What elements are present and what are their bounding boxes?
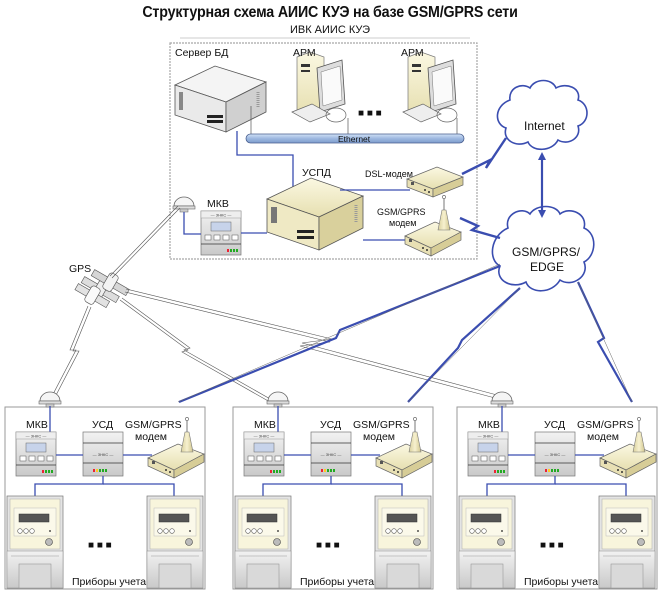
site-modem-label-2: модем (363, 431, 395, 443)
ivk-gsm-modem-label-2: модем (389, 218, 416, 228)
meter-1 (6, 495, 64, 589)
usd-meter-link-1 (34, 476, 104, 496)
site-usd (310, 431, 352, 477)
site-mkv-label: МКВ (254, 419, 276, 431)
site-modem-label-1: GSM/GPRS (353, 419, 410, 431)
gsm-cloud-label-2: EDGE (530, 260, 564, 274)
ivk-gsm-modem-label-1: GSM/GPRS (377, 207, 426, 217)
site-frame (4, 406, 206, 590)
arm-workstation-1 (291, 51, 347, 123)
site-mkv-label: МКВ (478, 419, 500, 431)
site-frame (456, 406, 658, 590)
usd-meter-link-1 (486, 476, 556, 496)
meters-ellipsis: ■ ■ ■ (540, 540, 564, 551)
site-usd-label: УСД (544, 419, 565, 431)
gps-links (49, 205, 498, 403)
site-modem-label-1: GSM/GPRS (577, 419, 634, 431)
usd-meter-link-2 (555, 483, 627, 496)
gps-label: GPS (69, 263, 91, 275)
arm-workstation-2 (402, 51, 458, 123)
db-server-label: Сервер БД (175, 47, 228, 59)
ivk-mkv (200, 210, 242, 256)
arm-ellipsis: ■ ■ ■ (358, 108, 382, 119)
internet-gsm-link (538, 152, 546, 218)
site-usd-label: УСД (92, 419, 113, 431)
uspd-label: УСПД (302, 167, 331, 179)
ivk-frame (169, 42, 478, 260)
ethernet-label: Ethernet (338, 134, 371, 144)
db-server (173, 65, 268, 133)
site-mkv (467, 431, 509, 477)
site-mkv-label: МКВ (26, 419, 48, 431)
gsm-cloud-label-1: GSM/GPRS/ (512, 245, 581, 259)
usd-meter-link-2 (331, 483, 403, 496)
site-usd-label: УСД (320, 419, 341, 431)
meter-1 (458, 495, 516, 589)
dome-mkv-link (183, 212, 201, 235)
dsl-modem (406, 166, 464, 198)
ethernet-bus (245, 133, 465, 144)
site-usd (82, 431, 124, 477)
site-modem-label-2: модем (587, 431, 619, 443)
site-wireless-links (177, 263, 633, 404)
site-mkv (243, 431, 285, 477)
arm-label-1: АРМ (293, 47, 316, 59)
meter-2 (598, 495, 656, 589)
internet-cloud (496, 79, 588, 151)
internet-label: Internet (524, 119, 565, 133)
usd-meter-link-1 (262, 476, 332, 496)
site-usd (534, 431, 576, 477)
gps-dome-icon (38, 391, 62, 408)
meter-2 (374, 495, 432, 589)
usd-meter-link-2 (103, 483, 175, 496)
meters-ellipsis: ■ ■ ■ (316, 540, 340, 551)
site-modem-label-2: модем (135, 431, 167, 443)
meters-label: Приборы учета (300, 576, 374, 588)
meter-1 (234, 495, 292, 589)
ivk-gps-dome (172, 196, 196, 213)
dsl-modem-label: DSL-модем (365, 169, 413, 179)
meters-label: Приборы учета (72, 576, 146, 588)
meters-label: Приборы учета (524, 576, 598, 588)
gsm-gprs-edge-cloud (491, 205, 595, 292)
ivk-gsm-wireless (459, 216, 501, 240)
meters-ellipsis: ■ ■ ■ (88, 540, 112, 551)
server-uspd-link (236, 131, 294, 190)
meter-2 (146, 495, 204, 589)
site-modem-label-1: GSM/GPRS (125, 419, 182, 431)
gps-dome-icon (266, 391, 290, 408)
site-frame (232, 406, 434, 590)
diagram-subtitle: ИВК АИИС КУЭ (289, 24, 371, 36)
gps-satellites (74, 269, 130, 309)
dsl-internet-wireless (461, 137, 507, 176)
ivk-mkv-label: МКВ (207, 198, 229, 210)
uspd-server (265, 177, 365, 251)
arm-label-2: АРМ (401, 47, 424, 59)
site-mkv (15, 431, 57, 477)
diagram-title: Структурная схема АИИС КУЭ на базе GSM/G… (142, 4, 518, 21)
